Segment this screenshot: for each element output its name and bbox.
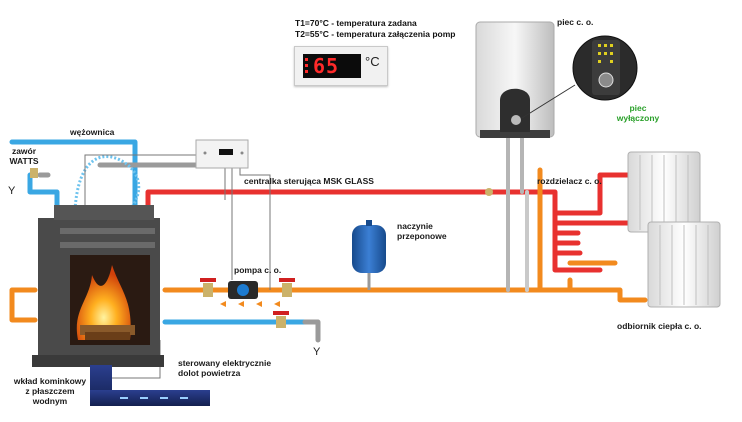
radiator-upper [627, 151, 701, 233]
circulation-pump [228, 281, 258, 299]
controller-box[interactable] [195, 139, 249, 169]
display-value: 65 [313, 54, 340, 78]
label-coil: wężownica [70, 127, 115, 137]
boiler-pipes [506, 133, 529, 292]
boiler-panel-zoom [521, 35, 638, 119]
temperature-display: 65 °C [294, 46, 388, 86]
fireplace-insert [32, 205, 164, 367]
expansion-vessel [352, 220, 386, 290]
label-air-intake-2: dolot powietrza [178, 368, 241, 378]
label-vessel-1: naczynie [397, 221, 433, 231]
label-watts-valve-1: zawór [11, 146, 37, 156]
label-watts-valve-2: WATTS [9, 156, 39, 166]
label-boiler-off-2: wyłączony [616, 113, 660, 123]
display-dots [305, 58, 308, 76]
label-insert-3: wodnym [32, 396, 68, 406]
return-pipes [9, 167, 648, 323]
flow-arrows [220, 301, 280, 307]
label-boiler-off-1: piec [629, 103, 647, 113]
control-wires [84, 154, 271, 379]
label-insert-1: wkład kominkowy [13, 376, 87, 386]
label-vessel-2: przeponowe [397, 231, 447, 241]
y-symbol-bottom: Y [313, 346, 321, 358]
y-symbol-top: Y [8, 185, 16, 197]
wall-boiler [475, 21, 555, 138]
fire-flames [76, 265, 131, 340]
air-intake [90, 365, 210, 406]
label-heat-receiver: odbiornik ciepła c. o. [617, 321, 702, 331]
label-controller: centralka sterująca MSK GLASS [244, 176, 374, 186]
legend-line-1: T1=70°C - temperatura zadana [295, 18, 417, 28]
valves [30, 168, 493, 328]
label-wall-boiler: piec c. o. [557, 17, 594, 27]
temperature-legend: T1=70°C - temperatura zadana T2=55°C - t… [295, 18, 455, 40]
radiator-lower [647, 221, 721, 308]
coil-tube [73, 155, 141, 211]
display-screen: 65 [303, 54, 361, 78]
display-unit: °C [365, 54, 380, 69]
grey-pipes [37, 162, 321, 343]
label-pump: pompa c. o. [234, 265, 282, 275]
label-manifold: rozdzielacz c. o. [537, 176, 602, 186]
legend-line-2: T2=55°C - temperatura załączenia pomp [295, 29, 456, 39]
label-insert-2: z płaszczem [25, 386, 75, 396]
label-air-intake-1: sterowany elektrycznie [178, 358, 272, 368]
supply-pipes [145, 172, 643, 273]
